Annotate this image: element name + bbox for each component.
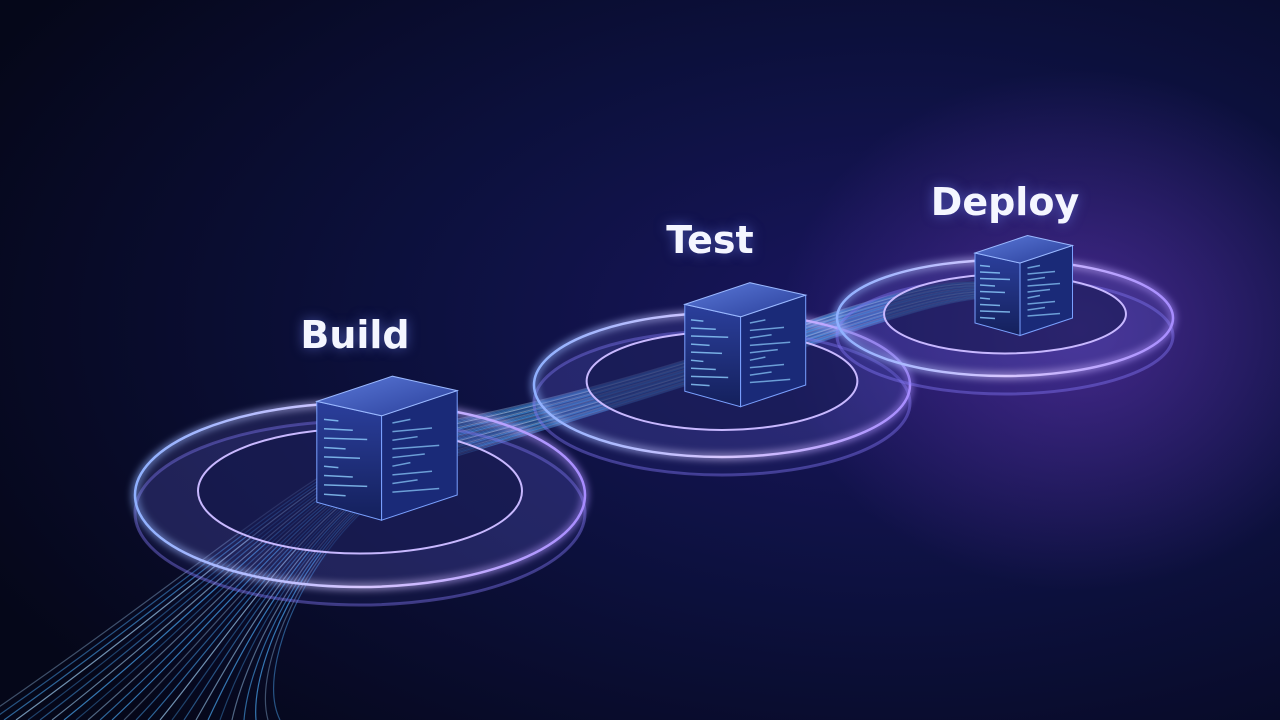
code-line [749,363,785,369]
code-line [1027,264,1041,269]
code-line [979,277,1011,281]
code-line [979,284,996,287]
code-line [392,487,440,493]
code-line [979,264,991,268]
code-line [1027,300,1056,305]
stage-label-test: Test [666,218,754,262]
code-line [323,428,353,431]
code-line [749,356,766,361]
code-line [392,427,433,433]
code-line [749,326,785,332]
code-line [392,435,418,442]
code-line [323,446,346,450]
code-line [690,343,710,347]
stage-label-build: Build [300,313,410,357]
cube-top [314,375,460,417]
code-line [392,461,411,467]
code-line [323,418,339,422]
code-line [749,371,772,376]
code-line [749,334,772,339]
code-line [749,348,778,354]
cubes [314,234,1075,521]
code-line [690,375,729,379]
code-line [392,453,425,459]
code-line [323,493,346,497]
code-line [392,444,440,450]
code-line [1027,306,1046,311]
code-line [323,484,368,488]
stage-label-deploy: Deploy [930,180,1080,224]
code-line [323,474,353,478]
code-line [979,271,1001,274]
code-line [690,327,716,330]
code-line [323,465,339,469]
code-line [749,341,791,347]
code-line [323,437,368,441]
code-line [1027,312,1061,317]
code-line [392,479,418,485]
code-line [392,470,433,476]
code-cube-icon [682,282,808,408]
code-line [1027,288,1051,293]
code-line [690,359,704,363]
code-line [979,316,996,320]
code-line [690,351,723,355]
code-line [979,297,991,300]
code-line [979,303,1001,307]
code-line [1027,270,1056,275]
cube-top [682,282,808,318]
code-line [1027,276,1046,281]
code-line [690,319,704,322]
code-line [690,335,729,339]
code-line [1027,282,1061,287]
code-cube-icon [973,234,1075,337]
code-line [392,418,411,424]
code-line [979,310,1011,313]
code-line [690,367,716,371]
code-line [749,378,791,384]
code-line [749,319,766,324]
cube-top [973,234,1075,264]
code-line [1027,294,1041,299]
code-line [323,456,361,460]
code-line [690,383,710,387]
code-cube-icon [314,375,460,521]
code-line [979,290,1006,294]
